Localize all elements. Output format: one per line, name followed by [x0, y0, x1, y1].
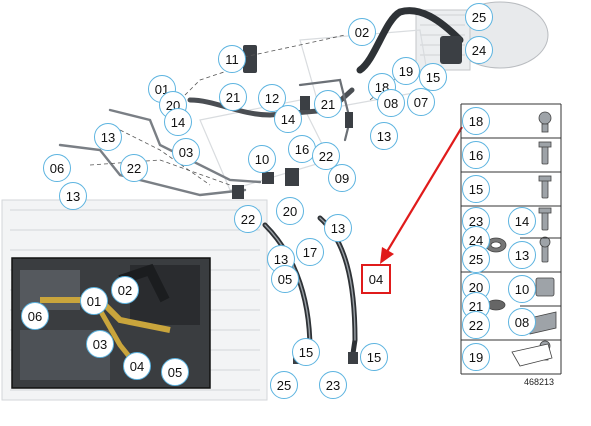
callout-c-06-inset[interactable]: 06	[21, 302, 49, 330]
callout-c-02-inset[interactable]: 02	[111, 276, 139, 304]
callout-c-03-top[interactable]: 03	[172, 138, 200, 166]
callout-c-11[interactable]: 11	[218, 45, 246, 73]
legend-grid-lines	[460, 103, 562, 375]
legend-callout-18[interactable]: 18	[462, 107, 490, 135]
pressure-pipe	[298, 78, 352, 142]
callout-c-17[interactable]: 17	[296, 238, 324, 266]
legend-callout-15[interactable]: 15	[462, 175, 490, 203]
callout-c-04-inset[interactable]: 04	[123, 352, 151, 380]
callout-c-13-c[interactable]: 13	[59, 182, 87, 210]
callout-c-13-d[interactable]: 13	[324, 214, 352, 242]
suction-hose-top	[356, 7, 464, 74]
legend-callout-22[interactable]: 22	[462, 311, 490, 339]
callout-c-15-c[interactable]: 15	[360, 343, 388, 371]
callout-c-10[interactable]: 10	[248, 145, 276, 173]
callout-c-24[interactable]: 24	[465, 36, 493, 64]
legend-callout-08[interactable]: 08	[508, 308, 536, 336]
legend-callout-25[interactable]: 25	[462, 245, 490, 273]
diagram-number: 468213	[524, 377, 555, 387]
legend-callout-10[interactable]: 10	[508, 275, 536, 303]
callout-c-06-top[interactable]: 06	[43, 154, 71, 182]
callout-c-02-top[interactable]: 02	[348, 18, 376, 46]
callout-c-21-b[interactable]: 21	[314, 90, 342, 118]
callout-c-14-a[interactable]: 14	[164, 108, 192, 136]
callout-c-15-b[interactable]: 15	[292, 338, 320, 366]
front-line-upper	[108, 108, 262, 184]
legend-callout-16[interactable]: 16	[462, 141, 490, 169]
callout-c-21-a[interactable]: 21	[219, 83, 247, 111]
callout-c-08[interactable]: 08	[377, 89, 405, 117]
callout-c-05-top[interactable]: 05	[271, 265, 299, 293]
callout-c-22-b[interactable]: 22	[120, 154, 148, 182]
callout-c-05-inset[interactable]: 05	[161, 358, 189, 386]
callout-c-25-top[interactable]: 25	[465, 3, 493, 31]
callout-c-25-bottom[interactable]: 25	[270, 371, 298, 399]
callout-c-22-c[interactable]: 22	[234, 205, 262, 233]
front-line-lower	[58, 143, 247, 197]
callout-c-07[interactable]: 07	[407, 88, 435, 116]
callout-c-14-b[interactable]: 14	[274, 105, 302, 133]
callout-c-23-bottom[interactable]: 23	[319, 371, 347, 399]
callout-c-19[interactable]: 19	[392, 57, 420, 85]
legend-callout-13[interactable]: 13	[508, 241, 536, 269]
legend-callout-19[interactable]: 19	[462, 343, 490, 371]
highlight-arrow	[380, 126, 463, 264]
callout-c-03-inset[interactable]: 03	[86, 330, 114, 358]
callout-c-09[interactable]: 09	[328, 164, 356, 192]
callout-c-13-a[interactable]: 13	[94, 123, 122, 151]
callout-c-13-b[interactable]: 13	[370, 122, 398, 150]
legend-callout-14[interactable]: 14	[508, 207, 536, 235]
callout-c-20-b[interactable]: 20	[276, 197, 304, 225]
callout-c-22-a[interactable]: 22	[312, 142, 340, 170]
highlighted-callout[interactable]: 04	[361, 264, 391, 294]
callout-c-01-inset[interactable]: 01	[80, 287, 108, 315]
callout-c-15-a[interactable]: 15	[419, 63, 447, 91]
